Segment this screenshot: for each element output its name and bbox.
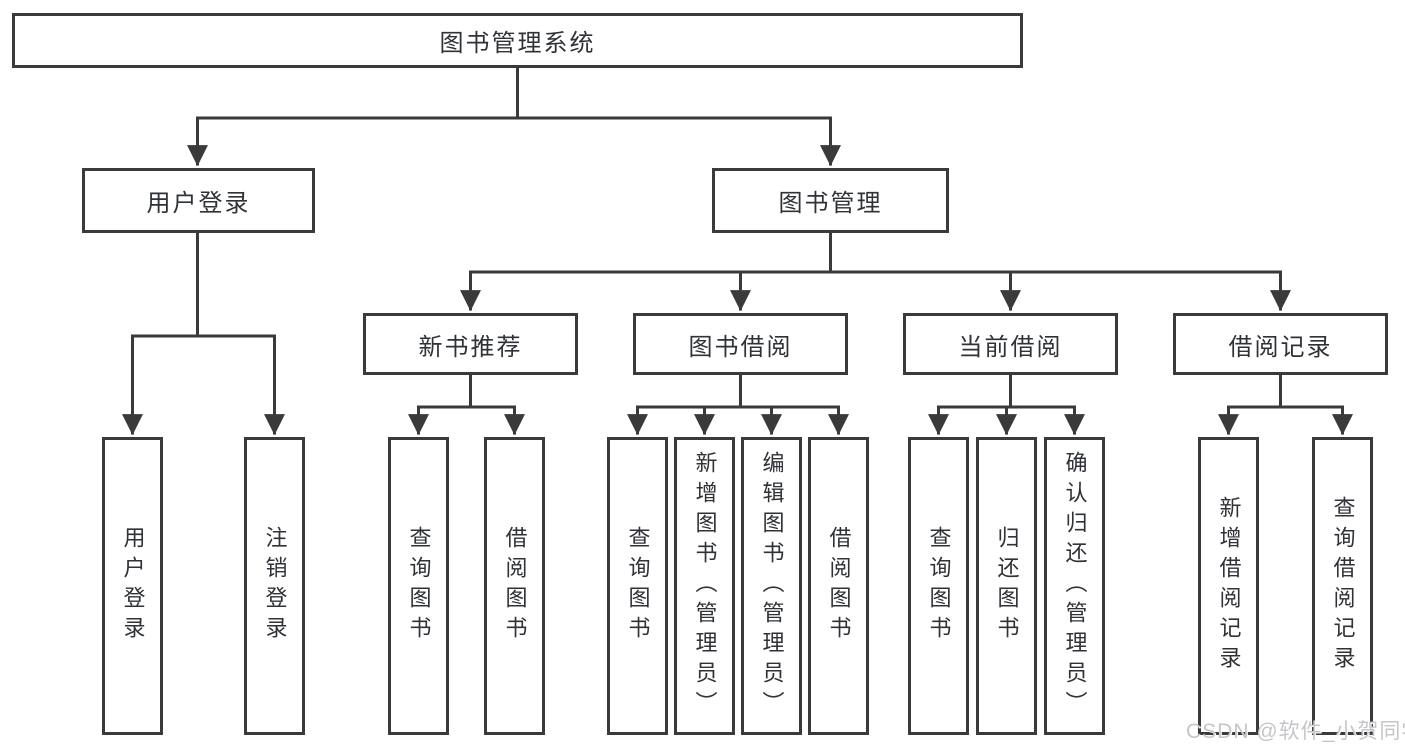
node-borrowing-records: 借阅记录: [1173, 313, 1388, 375]
leaf-edit-books-admin: 编辑图书（管理员）: [741, 437, 802, 735]
leaf-borrow-books-recommend: 借阅图书: [484, 437, 545, 735]
node-current-borrowing: 当前借阅: [903, 313, 1118, 375]
leaf-borrow-books-borrowing: 借阅图书: [808, 437, 869, 735]
leaf-return-books: 归还图书: [976, 437, 1037, 735]
node-library-management-system: 图书管理系统: [12, 13, 1023, 68]
leaf-query-books-current: 查询图书: [908, 437, 969, 735]
node-book-management: 图书管理: [712, 168, 949, 233]
node-new-book-recommendation: 新书推荐: [363, 313, 578, 375]
leaf-add-borrow-record: 新增借阅记录: [1198, 437, 1259, 735]
node-user-login: 用户登录: [82, 168, 315, 233]
leaf-user-login: 用户登录: [102, 437, 163, 735]
leaf-add-books-admin: 新增图书（管理员）: [674, 437, 735, 735]
leaf-query-borrow-record: 查询借阅记录: [1312, 437, 1373, 735]
leaf-confirm-return-admin: 确认归还（管理员）: [1044, 437, 1105, 735]
leaf-query-books-recommend: 查询图书: [388, 437, 449, 735]
leaf-logout: 注销登录: [244, 437, 305, 735]
csdn-watermark: CSDN @软件_小贺同学: [1186, 720, 1405, 743]
leaf-query-books-borrowing: 查询图书: [607, 437, 668, 735]
node-book-borrowing: 图书借阅: [633, 313, 848, 375]
